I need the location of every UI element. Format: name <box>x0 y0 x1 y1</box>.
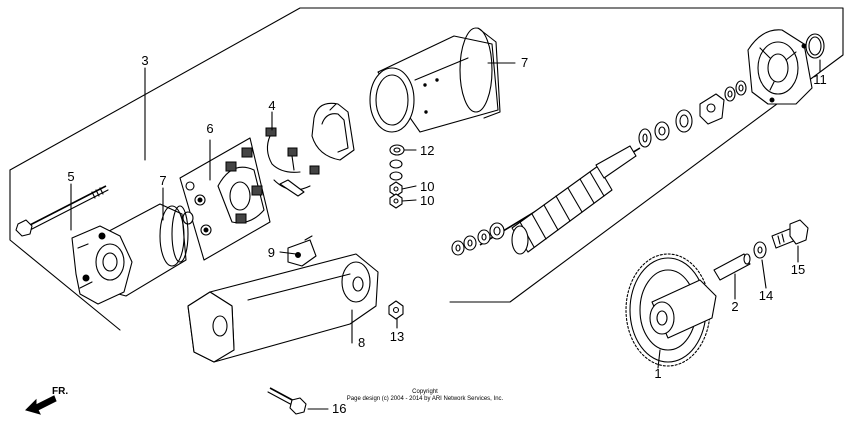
front-direction-arrow-icon <box>25 395 57 415</box>
through-bolt <box>15 185 109 237</box>
callout-12: 12 <box>420 143 434 158</box>
flange-nut <box>388 300 404 320</box>
washer <box>753 241 767 259</box>
brush-springs <box>265 127 320 197</box>
yoke-housing <box>369 27 501 133</box>
driven-gear <box>625 253 717 367</box>
callout-16: 16 <box>332 401 346 416</box>
washer-stack-left <box>451 222 505 256</box>
nut-stack <box>389 144 405 209</box>
bracket <box>287 235 317 267</box>
brush-cover <box>311 102 355 161</box>
armature <box>479 145 641 255</box>
callout-10-lower: 10 <box>420 193 434 208</box>
callout-10-upper: 10 <box>420 179 434 194</box>
assembly-outline <box>9 7 844 303</box>
flange-bolt <box>267 387 307 415</box>
washer-stack-right <box>638 80 747 148</box>
callout-2: 2 <box>731 299 738 314</box>
starter-cover <box>187 253 379 363</box>
callout-14: 14 <box>759 288 773 303</box>
commutator-housing <box>71 203 189 305</box>
callout-9: 9 <box>268 245 275 260</box>
callout-1: 1 <box>654 366 661 381</box>
leader-lines <box>70 59 821 410</box>
callout-11: 11 <box>813 72 827 87</box>
callout-3: 3 <box>141 53 148 68</box>
gear-bolt <box>771 219 809 249</box>
copyright-heading: Copyright <box>412 389 438 395</box>
brush-holder <box>179 137 271 261</box>
front-direction-label: FR. <box>52 386 68 397</box>
callout-7-commutator-housing: 7 <box>159 173 166 188</box>
callout-8: 8 <box>358 335 365 350</box>
end-cover-right <box>747 29 813 105</box>
assembly-outline-left <box>9 169 121 331</box>
callout-13: 13 <box>390 329 404 344</box>
copyright-notice: Page design (c) 2004 - 2014 by ARI Netwo… <box>347 396 504 402</box>
gear-shaft <box>713 253 751 281</box>
callout-15: 15 <box>791 262 805 277</box>
callout-4: 4 <box>268 98 275 113</box>
callout-7-yoke: 7 <box>521 55 528 70</box>
callout-6: 6 <box>206 121 213 136</box>
callout-5: 5 <box>67 169 74 184</box>
o-ring <box>805 33 825 59</box>
